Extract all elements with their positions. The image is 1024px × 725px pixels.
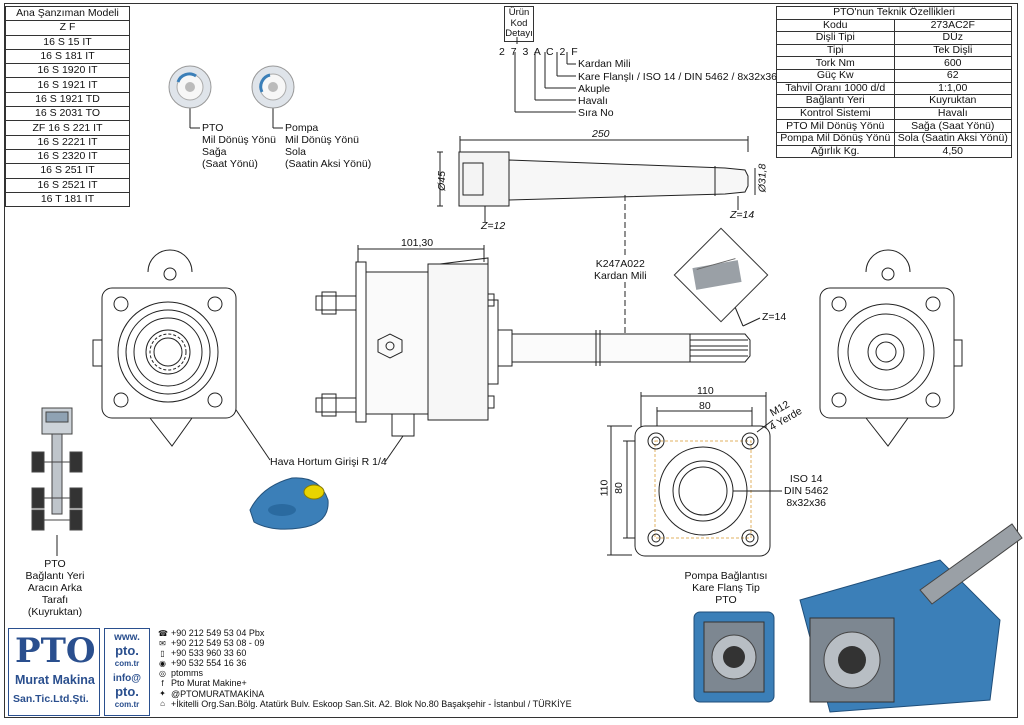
phone-icon: ☎: [158, 628, 168, 638]
model-row: 16 S 2221 IT: [5, 134, 130, 150]
contact-text: +90 533 960 33 60: [171, 648, 247, 659]
contact-text: @PTOMURATMAKİNA: [171, 688, 265, 699]
flange-dim-80-h: 80: [699, 400, 711, 412]
code-box-line: Detayı: [505, 28, 533, 39]
email-line[interactable]: info@: [112, 673, 142, 684]
code-box-line: Ürün: [508, 7, 530, 18]
logo-pto-text: PTO: [15, 631, 96, 671]
code-detail-box: Ürün Kod Detayı: [504, 6, 534, 42]
email-line[interactable]: pto.: [115, 684, 139, 699]
web-line[interactable]: com.tr: [114, 659, 140, 668]
whatsapp-icon: ◉: [159, 658, 166, 668]
truck-illustration: [31, 407, 83, 531]
code-box-line: Kod: [510, 17, 528, 29]
code-legend-3: Akuple: [578, 83, 611, 95]
contact-item[interactable]: ✉ +90 212 549 53 08 - 09: [158, 638, 572, 648]
model-row: ZF 16 S 221 IT: [5, 120, 130, 136]
location-icon: ⌂: [160, 699, 165, 709]
code-legend-2: Kare Flanşlı / ISO 14 / DIN 5462 / 8x32x…: [578, 71, 778, 83]
contact-item[interactable]: f Pto Murat Makine+: [158, 678, 572, 688]
contact-text: +90 212 549 53 08 - 09: [171, 638, 265, 649]
code-legend-5: Sıra No: [578, 107, 614, 119]
pto-rotation-icon: [168, 65, 212, 109]
contact-item[interactable]: ◎ ptomms: [158, 668, 572, 678]
instagram-icon: ◎: [159, 668, 166, 678]
mobile-icon: ▯: [160, 648, 165, 658]
email-line[interactable]: com.tr: [114, 700, 140, 709]
contact-item[interactable]: ◉ +90 532 554 16 36: [158, 658, 572, 668]
web-box: www. pto. com.tr info@ pto. com.tr: [104, 628, 150, 716]
web-line[interactable]: www.: [114, 632, 140, 643]
flange-dim-110-h: 110: [697, 385, 714, 397]
dim-z14-shaft: Z=14: [730, 209, 755, 221]
spec-value: 4,50: [893, 144, 1012, 159]
dim-101: 101,30: [401, 237, 434, 249]
spline-detail: [673, 227, 769, 323]
spec-row: Ağırlık Kg.4,50: [776, 144, 1012, 159]
model-row: 16 S 1920 IT: [5, 63, 130, 79]
air-inlet-label: Hava Hortum Girişi R 1/4: [270, 456, 387, 468]
spec-key: Ağırlık Kg.: [776, 144, 895, 159]
air-inlet-photo: [249, 477, 329, 530]
pump-photo-large: [799, 523, 1023, 713]
model-row: 16 S 2320 IT: [5, 148, 130, 165]
contact-item[interactable]: ⌂ +İkitelli Org.San.Bölg. Atatürk Bulv. E…: [158, 699, 572, 709]
pump-rotation-icon: [251, 65, 295, 109]
model-row: 16 S 251 IT: [5, 163, 130, 179]
contact-item[interactable]: ▯ +90 533 960 33 60: [158, 648, 572, 658]
dim-z14-spline: Z=14: [762, 311, 787, 323]
contact-list: ☎+90 212 549 53 04 Pbx✉+90 212 549 53 08…: [158, 628, 572, 709]
code-legend-4: Havalı: [578, 95, 608, 107]
contact-text: +90 212 549 53 04 Pbx: [171, 628, 265, 638]
code-legend-1: Kardan Mili: [578, 58, 631, 70]
model-row: 16 S 1921 IT: [5, 77, 130, 93]
web-line[interactable]: pto.: [115, 643, 139, 658]
facebook-icon: f: [161, 679, 164, 689]
drawing-frame: [4, 3, 1018, 718]
twitter-icon: ✦: [159, 689, 166, 699]
code-digits: 2 7 3 A C 2 F: [499, 46, 580, 58]
fax-icon: ✉: [159, 638, 166, 648]
model-row: 16 S 2521 IT: [5, 177, 130, 193]
logo-suffix: San.Tic.Ltd.Şti.: [13, 693, 89, 705]
spline-gear: [149, 333, 187, 371]
contact-text: +90 532 554 16 36: [171, 658, 247, 669]
contact-text: ptomms: [171, 668, 204, 679]
model-table-header: Ana Şanzıman Modeli: [5, 5, 130, 22]
contact-item[interactable]: ☎+90 212 549 53 04 Pbx: [158, 628, 572, 638]
contact-text: +İkitelli Org.San.Bölg. Atatürk Bulv. Es…: [171, 698, 572, 709]
dim-length-250: 250: [592, 128, 610, 140]
pump-photo-small: [693, 611, 775, 703]
company-logo: PTO Murat Makina San.Tic.Ltd.Şti.: [8, 628, 100, 716]
logo-name: Murat Makina: [15, 673, 95, 687]
model-row: 16 T 181 IT: [5, 191, 130, 208]
contact-text: Pto Murat Makine+: [171, 678, 247, 689]
dim-z12: Z=12: [481, 220, 506, 232]
contact-item[interactable]: ✦ @PTOMURATMAKİNA: [158, 689, 572, 699]
